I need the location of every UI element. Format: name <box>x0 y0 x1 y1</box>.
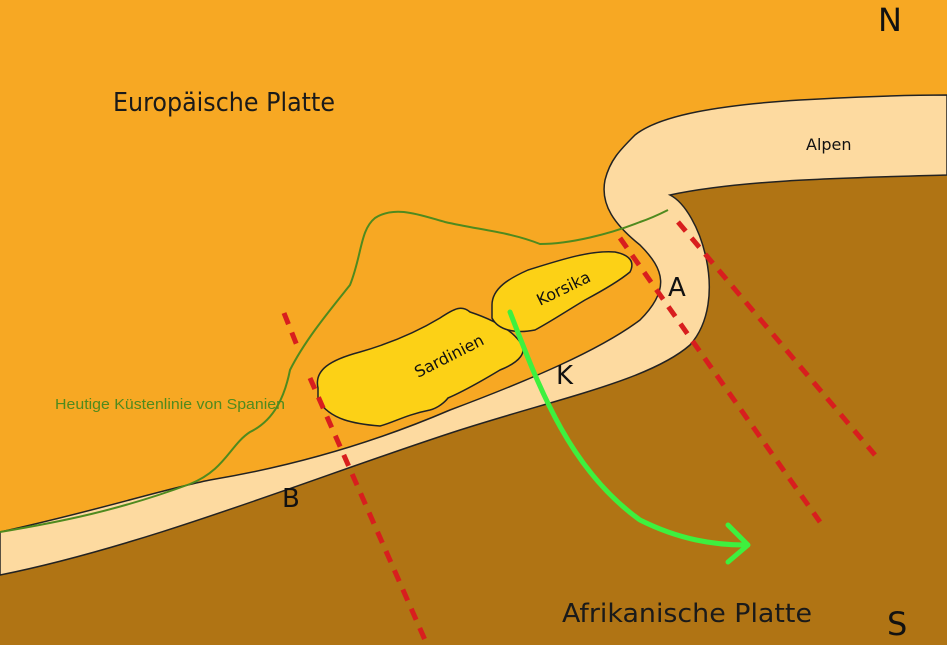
fault-line-b-upper <box>281 312 301 349</box>
curved-arrow-icon <box>507 309 751 565</box>
north-label: N <box>878 1 902 39</box>
orogen-belt <box>0 94 947 576</box>
coastline-label: Heutige Küstenlinie von Spanien <box>55 396 285 413</box>
european-plate-label: Europäische Platte <box>113 88 335 118</box>
fault-lines <box>281 220 877 642</box>
south-label: S <box>887 605 907 643</box>
fault-line-a <box>617 236 823 524</box>
alps-label: Alpen <box>806 135 852 154</box>
spain-coastline <box>0 209 669 533</box>
sardinia-island <box>316 307 524 427</box>
african-plate-area <box>0 175 947 645</box>
fault-line-b <box>307 376 428 642</box>
african-plate-label: Afrikanische Platte <box>562 599 812 629</box>
fault-line-east <box>676 220 877 457</box>
corsica-island <box>491 250 633 333</box>
marker-a: A <box>668 273 686 303</box>
marker-b: B <box>282 484 300 514</box>
marker-k: K <box>556 361 574 391</box>
